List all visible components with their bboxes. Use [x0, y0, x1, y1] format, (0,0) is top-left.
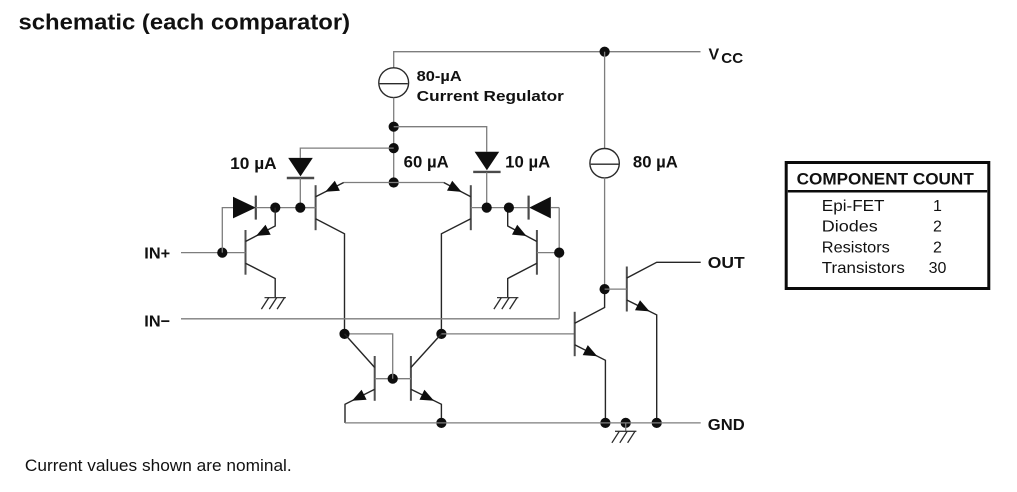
svg-text:80 µA: 80 µA — [633, 153, 678, 171]
svg-text:1: 1 — [933, 198, 942, 215]
svg-text:Current Regulator: Current Regulator — [417, 88, 564, 105]
svg-text:GND: GND — [708, 417, 745, 434]
svg-text:30: 30 — [929, 260, 947, 277]
svg-text:IN−: IN− — [144, 314, 170, 331]
svg-text:CC: CC — [721, 51, 743, 67]
svg-text:COMPONENT COUNT: COMPONENT COUNT — [797, 170, 974, 188]
svg-text:60 µA: 60 µA — [404, 153, 449, 171]
svg-text:2: 2 — [933, 219, 942, 236]
svg-text:Transistors: Transistors — [822, 260, 905, 277]
svg-text:Diodes: Diodes — [822, 219, 878, 236]
svg-text:V: V — [709, 47, 720, 64]
svg-text:10 µA: 10 µA — [505, 153, 550, 171]
svg-text:10 µA: 10 µA — [230, 155, 277, 173]
svg-text:2: 2 — [933, 239, 942, 256]
svg-text:IN+: IN+ — [144, 246, 170, 263]
svg-text:OUT: OUT — [708, 255, 745, 272]
svg-text:80-µA: 80-µA — [417, 68, 462, 85]
svg-text:Resistors: Resistors — [822, 239, 890, 256]
svg-text:Epi-FET: Epi-FET — [822, 198, 885, 215]
svg-text:schematic (each comparator): schematic (each comparator) — [19, 9, 351, 34]
svg-text:Current values shown are nomin: Current values shown are nominal. — [25, 457, 292, 475]
